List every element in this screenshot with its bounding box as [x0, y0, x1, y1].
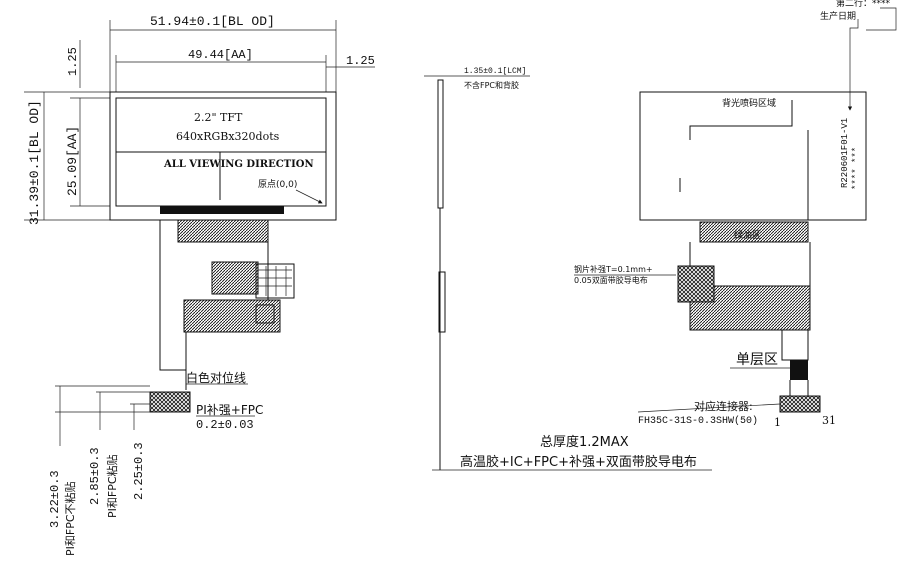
backlight-area-label: 背光喷码区域 [722, 97, 776, 109]
code-sub: **** *** [851, 147, 861, 190]
dim-aa-height: 25.09[AA] [65, 126, 80, 196]
pi-stiffener-label: PI补强+FPC [196, 403, 263, 417]
origin-label: 原点(0,0) [258, 179, 297, 190]
fpc-pad-grid [255, 263, 295, 299]
green-oil-area [699, 221, 809, 243]
stack-note: 高温胶+IC+FPC+补强+双面带胶导电布 [460, 454, 697, 470]
green-oil-label: 绿油区 [734, 229, 761, 241]
fpc-connector-end [149, 391, 191, 413]
back-outline [639, 91, 867, 221]
dim-3-22-note: PI和FPC不粘贴 [63, 481, 77, 556]
dim-2-85-note: PI和FPC粘贴 [105, 454, 119, 518]
fpc-ic-area [177, 219, 269, 243]
pin-31-label: 31 [822, 414, 836, 427]
side-stiffener [438, 271, 446, 333]
dim-right-margin: 1.25 [346, 54, 375, 68]
second-row-label: 第二行：**** [836, 0, 891, 9]
dim-2-25: 2.25±0.3 [132, 442, 146, 500]
connector-label: 对应连接器: [694, 399, 753, 413]
side-view: 1.35±0.1[LCM] 不含FPC和背胶 总厚度1.2MAX 高温胶+IC+… [424, 67, 712, 471]
dim-outline-width: 51.94±0.1[BL OD] [150, 14, 275, 29]
dim-3-22: 3.22±0.3 [48, 470, 62, 528]
total-thickness: 总厚度1.2MAX [540, 434, 629, 450]
steel-stiffener [677, 265, 715, 303]
dim-left-margin: 1.25 [66, 47, 80, 76]
single-layer-block [790, 360, 808, 380]
back-view: 第二行：**** 生产日期 背光喷码区域 R220601F01-V1 **** … [574, 0, 897, 429]
screen-size-text: 2.2" TFT [194, 111, 243, 124]
date-label: 生产日期 [820, 10, 856, 22]
code-text: R220601F01-V1 [840, 118, 850, 188]
single-layer-label: 单层区 [736, 352, 778, 368]
side-panel [437, 79, 444, 209]
dim-2-85: 2.85±0.3 [88, 447, 102, 505]
thickness-label: 1.35±0.1[LCM] [464, 67, 526, 76]
pi-tolerance-label: 0.2±0.03 [196, 418, 254, 432]
screen-res-text: 640xRGBx320dots [176, 130, 280, 143]
steel-label: 钢片补强T=0.1mm+ [574, 264, 653, 274]
glass-edge [160, 206, 284, 214]
dim-outline-height: 31.39±0.1[BL OD] [27, 100, 42, 225]
pin-1-label: 1 [774, 416, 781, 429]
steel-label-2: 0.05双面带胶导电布 [574, 275, 648, 285]
front-view: 51.94±0.1[BL OD] 49.44[AA] 1.25 1.25 31.… [24, 14, 375, 556]
back-connector-end [779, 395, 821, 413]
viewing-direction-text: ALL VIEWING DIRECTION [163, 159, 314, 170]
connector-model: FH35C-31S-0.3SHW(50) [638, 415, 758, 427]
dim-aa-width: 49.44[AA] [188, 48, 253, 62]
thickness-note: 不含FPC和背胶 [464, 80, 519, 90]
white-line-label: 白色对位线 [186, 370, 246, 385]
fpc-components [211, 261, 259, 295]
